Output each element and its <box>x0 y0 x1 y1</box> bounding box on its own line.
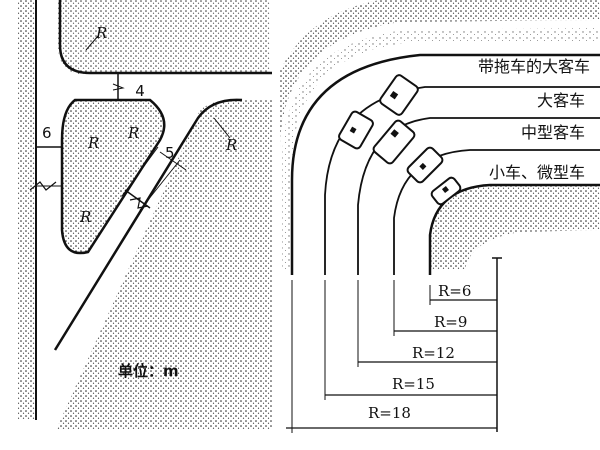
left-intersection-diagram: 4 6 5 R R R R R 单位：m <box>18 0 272 430</box>
vehicle-bus-with-trailer <box>338 74 419 150</box>
vehicle-small-car <box>430 176 462 206</box>
top-left-corner-block <box>58 0 270 75</box>
radius-label-6: R=6 <box>438 282 471 300</box>
radius-label-top: R <box>95 24 107 42</box>
diagonal-road-shading <box>56 99 272 430</box>
right-turning-radius-diagram: 带拖车的大客车 大客车 中型客车 小车、微型车 R=6 R=9 R=12 R=1… <box>280 0 600 433</box>
radius-label-9: R=9 <box>434 313 467 331</box>
curb-arc-r18 <box>290 53 600 275</box>
vehicle-large-bus <box>372 119 416 165</box>
radius-dimensions: R=6 R=9 R=12 R=15 R=18 <box>286 257 502 433</box>
inner-corner-shading <box>430 185 600 270</box>
dimension-width-5: 5 <box>121 144 187 211</box>
dimension-width-6: 6 <box>29 124 62 191</box>
lane-label-small-car: 小车、微型车 <box>489 163 585 182</box>
unit-label: 单位：m <box>118 362 179 380</box>
top-kerb-line <box>58 0 272 75</box>
left-kerb-shading <box>18 0 36 420</box>
dimension-width-4: 4 <box>112 72 145 101</box>
radius-label-12: R=12 <box>412 344 455 362</box>
vehicle-medium-bus <box>406 146 444 184</box>
radius-label-island-bottom: R <box>79 208 91 226</box>
lane-label-medium-bus: 中型客车 <box>521 123 585 142</box>
radius-label-18: R=18 <box>368 404 411 422</box>
width-4-label: 4 <box>135 82 145 100</box>
width-6-label: 6 <box>42 124 52 142</box>
radius-label-island-right: R <box>127 124 139 142</box>
width-5-label: 5 <box>165 144 175 162</box>
diagonal-kerb-line <box>53 98 243 351</box>
traffic-island <box>60 98 166 255</box>
radius-label-15: R=15 <box>392 375 435 393</box>
radius-label-island-left: R <box>87 134 99 152</box>
lane-label-large-bus: 大客车 <box>537 91 585 110</box>
radius-label-diagonal: R <box>225 136 237 154</box>
lane-label-bus-trailer: 带拖车的大客车 <box>478 57 590 76</box>
